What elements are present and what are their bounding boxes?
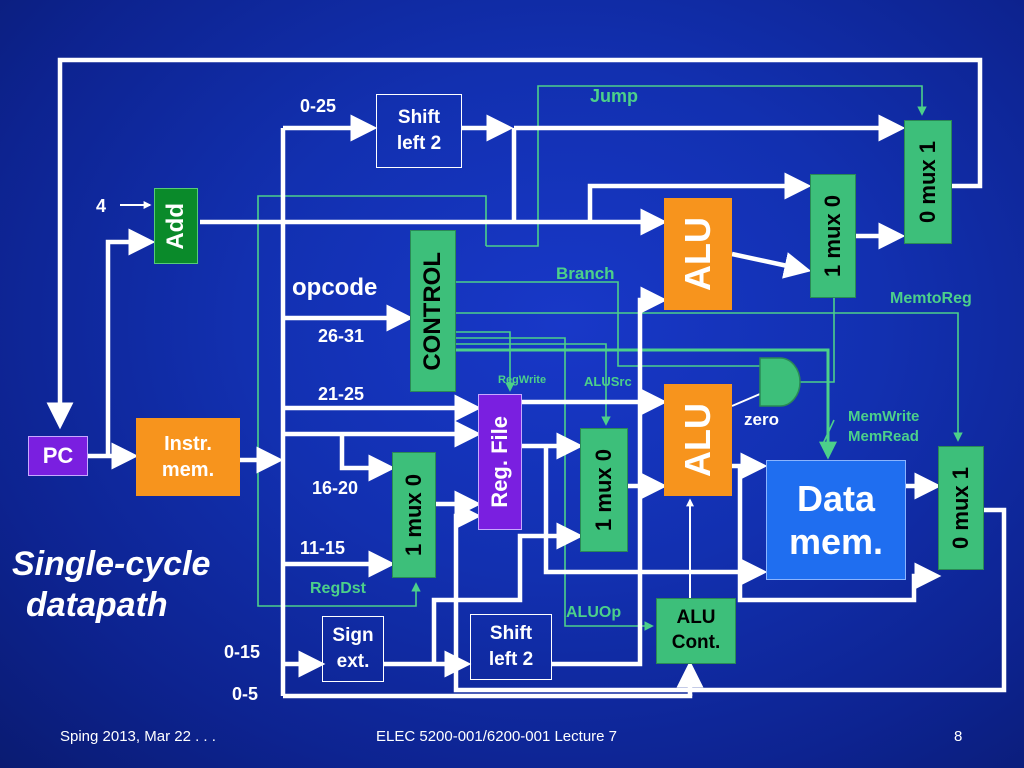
sign-ext-to-mux-wire xyxy=(431,522,584,664)
instr-mem: Instr. mem. xyxy=(136,418,240,496)
alu-control: ALU Cont. xyxy=(656,598,736,664)
label-const-4: 4 xyxy=(96,196,107,216)
footer-page-number: 8 xyxy=(954,728,963,745)
mux-jump-label: 0 mux 1 xyxy=(915,141,940,223)
label-bits-26-31: 26-31 xyxy=(318,326,365,346)
alu-main-label: ALU xyxy=(677,403,718,477)
signal-memwrite: MemWrite xyxy=(848,408,920,425)
signal-memread: MemRead xyxy=(848,428,919,445)
sign-ext: Sign ext. xyxy=(322,616,384,682)
alusrc-line xyxy=(455,343,611,426)
bits-0-5-wire xyxy=(283,693,693,699)
title-line2: datapath xyxy=(26,585,168,624)
label-bits-0-5: 0-5 xyxy=(232,684,259,704)
mux-regdst: 1 mux 0 xyxy=(392,452,436,578)
label-opcode: opcode xyxy=(292,274,378,301)
sign-ext-line1: Sign xyxy=(332,625,374,647)
footer-course: ELEC 5200-001/6200-001 Lecture 7 xyxy=(376,728,618,745)
alu-main: ALU xyxy=(664,384,732,496)
memwrite-memread-line xyxy=(455,348,837,460)
pc-label: PC xyxy=(42,443,74,468)
pc4-to-branch-mux-wire xyxy=(587,172,812,222)
and-gate xyxy=(759,357,801,407)
label-bits-16-20: 16-20 xyxy=(312,478,359,498)
instr-mem-line2: mem. xyxy=(161,459,215,481)
control-label: CONTROL xyxy=(419,251,446,371)
mux-branch: 1 mux 0 xyxy=(810,174,856,298)
sign-ext-line2: ext. xyxy=(336,651,370,672)
pc-feedback-wire xyxy=(46,57,983,430)
signal-regdst: RegDst xyxy=(310,580,367,597)
alu-cont-line1: ALU xyxy=(676,607,716,629)
shift-bottom-line1: Shift xyxy=(489,623,533,645)
memtoreg-line xyxy=(455,312,963,442)
shift-left-2-bottom: Shift left 2 xyxy=(470,614,552,680)
signal-aluop: ALUOp xyxy=(566,604,622,621)
shift-bottom-out-wire xyxy=(552,286,668,667)
add-label: Add xyxy=(162,202,189,250)
instr-mem-line1: Instr. xyxy=(164,433,212,455)
mux-regdst-label: 1 mux 0 xyxy=(401,474,426,556)
mux-jump: 0 mux 1 xyxy=(904,120,952,244)
label-bits-0-15: 0-15 xyxy=(224,642,261,662)
alu-cont-line2: Cont. xyxy=(671,632,721,653)
reg-file: Reg. File xyxy=(478,394,522,530)
alu-top-out-wire xyxy=(731,251,812,279)
regwrite-line xyxy=(455,331,515,392)
signal-regwrite: RegWrite xyxy=(498,374,547,386)
mux-branch-label: 1 mux 0 xyxy=(820,195,845,277)
shift-top-line1: Shift xyxy=(397,107,441,129)
signal-branch: Branch xyxy=(556,264,615,283)
data-mem: Data mem. xyxy=(766,460,906,580)
data-mem-line2: mem. xyxy=(788,521,884,562)
aluop-line xyxy=(455,337,654,631)
title-line1: Single-cycle xyxy=(12,545,211,583)
mux-memtoreg-label: 0 mux 1 xyxy=(948,467,973,549)
memwrite-tick xyxy=(821,419,835,447)
label-zero: zero xyxy=(744,410,779,429)
regdst-line xyxy=(257,195,487,607)
zero-wire xyxy=(731,393,761,407)
and-to-mux-line xyxy=(800,298,835,383)
signal-jump: Jump xyxy=(590,86,639,106)
signal-alusrc: ALUSrc xyxy=(584,374,632,389)
shift-top-line2: left 2 xyxy=(396,133,442,154)
add-unit: Add xyxy=(154,188,198,264)
control-unit: CONTROL xyxy=(410,230,456,392)
label-bits-21-25: 21-25 xyxy=(318,384,365,404)
alu-branch: ALU xyxy=(664,198,732,310)
branch-line xyxy=(455,281,760,367)
signal-memtoreg: MemtoReg xyxy=(890,290,972,307)
jump-line xyxy=(486,85,927,247)
alu-bypass-wire xyxy=(737,466,942,603)
mux-memtoreg: 0 mux 1 xyxy=(938,446,984,570)
pc-register: PC xyxy=(28,436,88,476)
shift-bottom-line2: left 2 xyxy=(488,649,534,670)
mux-alusrc: 1 mux 0 xyxy=(580,428,628,552)
slide-title: Single-cycle datapath xyxy=(12,544,210,626)
data-mem-line1: Data xyxy=(796,477,876,519)
footer-date: Sping 2013, Mar 22 . . . xyxy=(60,728,216,745)
bits-16-20-mux-wire xyxy=(339,434,396,482)
label-bits-11-15: 11-15 xyxy=(300,538,346,558)
reg-file-label: Reg. File xyxy=(487,416,512,508)
shift-left-2-top: Shift left 2 xyxy=(376,94,462,168)
writeback-wire xyxy=(453,502,1007,693)
alu-branch-label: ALU xyxy=(677,217,718,291)
mux-alusrc-label: 1 mux 0 xyxy=(591,449,616,531)
pc-to-add-wire xyxy=(105,228,156,456)
label-bits-0-25: 0-25 xyxy=(300,96,337,116)
